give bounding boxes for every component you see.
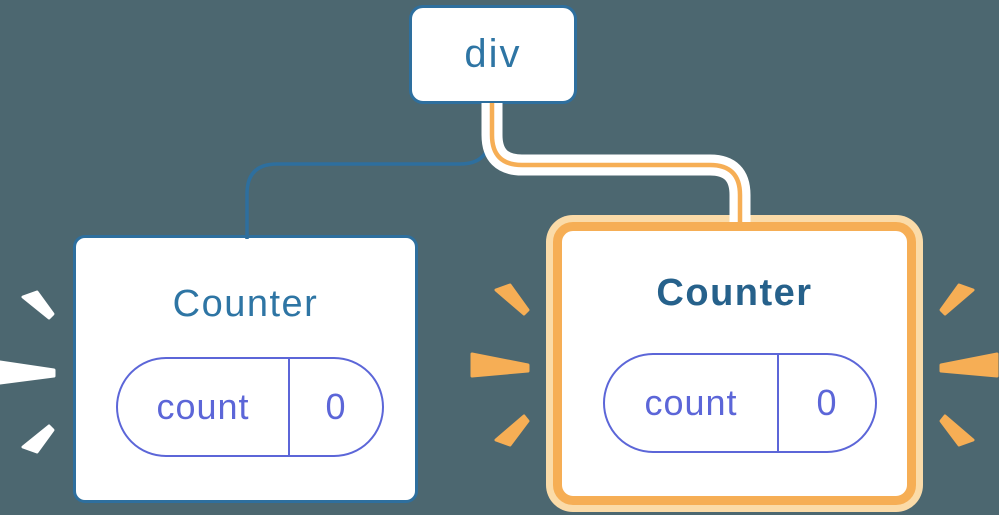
burst-icon-right-counter-inner [470, 283, 530, 447]
edge-div-to-right-counter [489, 103, 743, 227]
counter-right-title: Counter [656, 272, 813, 314]
spark-icon [470, 352, 530, 378]
state-pill-left: count 0 [116, 357, 384, 457]
spark-icon [0, 360, 56, 385]
state-pill-right: count 0 [603, 353, 877, 453]
spark-icon [939, 283, 975, 316]
div-node-label: div [464, 32, 522, 76]
spark-icon [21, 290, 55, 320]
state-value: 0 [816, 382, 838, 423]
state-value: 0 [325, 386, 347, 427]
edge-div-to-right-counter-casing [481, 103, 751, 222]
spark-icon [494, 414, 530, 447]
edge-div-to-left-counter [245, 103, 492, 239]
spark-icon [494, 283, 530, 316]
state-key-label: count [118, 359, 290, 455]
state-key-label: count [605, 355, 779, 451]
tree-node-div: div [409, 5, 577, 104]
burst-icon-right-counter-outer [939, 283, 999, 447]
burst-icon-left-counter [0, 290, 56, 454]
spark-icon [939, 352, 999, 378]
spark-icon [21, 424, 55, 454]
spark-icon [939, 414, 975, 447]
counter-left-title: Counter [172, 283, 319, 325]
